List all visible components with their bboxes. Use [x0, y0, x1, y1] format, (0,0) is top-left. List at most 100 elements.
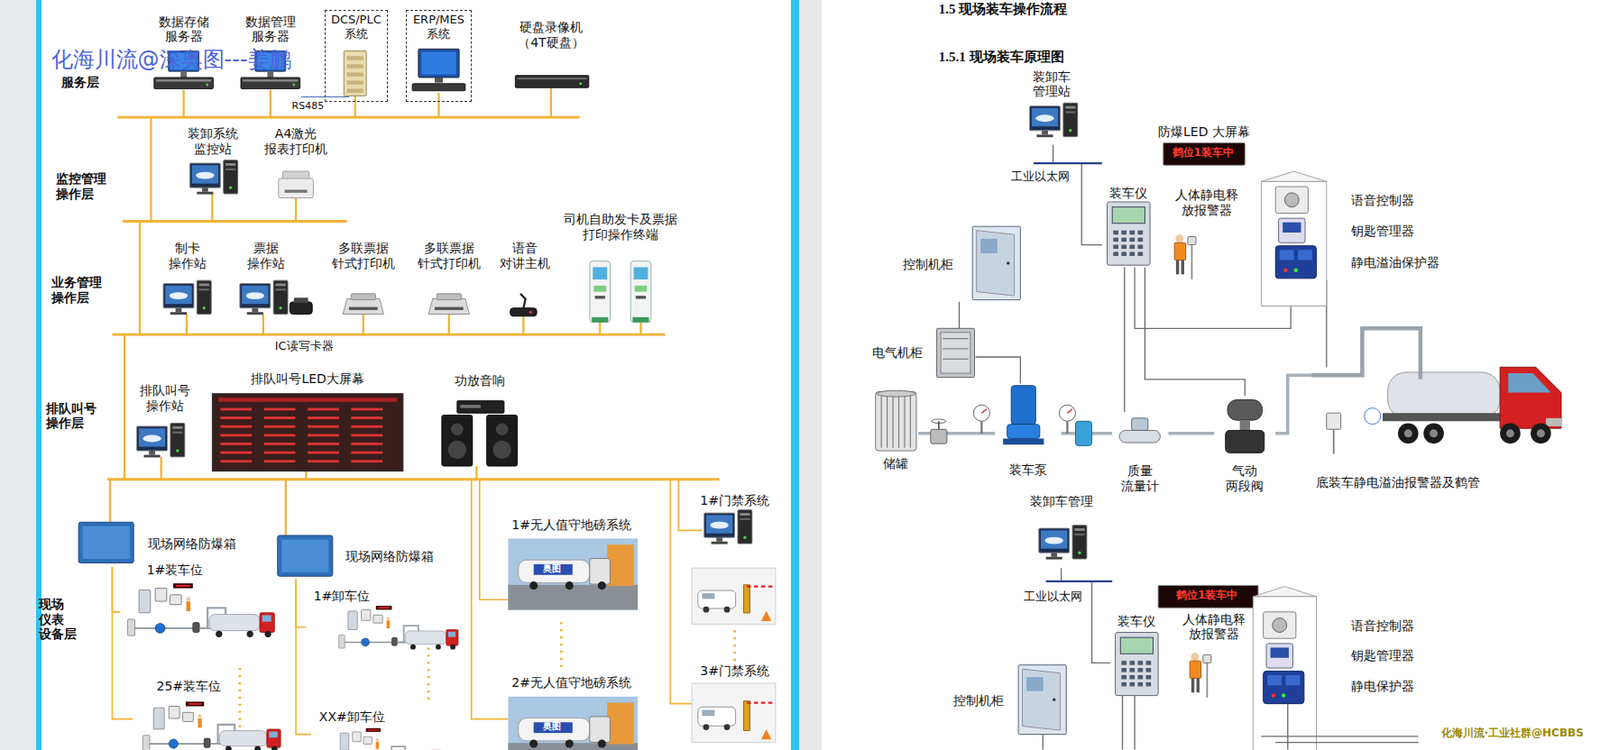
led-row [307, 451, 340, 455]
paper-slot [349, 307, 378, 311]
wheel [247, 631, 254, 638]
ethernet-bar [1046, 580, 1113, 583]
bus-drop [522, 316, 525, 335]
speaker [487, 414, 518, 467]
bus-drop [475, 466, 478, 480]
key [1121, 675, 1127, 681]
device-node: 语音控制器 [1260, 612, 1418, 642]
key [1112, 245, 1119, 250]
led-row [264, 408, 296, 412]
gate-photo [691, 568, 776, 625]
ticket-slot [635, 295, 646, 299]
truck-window [262, 615, 272, 622]
device-node: 硬盘录像机 （4T硬盘） [510, 18, 593, 90]
key [1137, 682, 1143, 688]
controller [373, 615, 383, 624]
equipment-cabinet [1252, 597, 1316, 750]
hub [1429, 429, 1438, 438]
node-text-block: 储罐 [882, 456, 910, 472]
wire-connector [111, 567, 133, 720]
card [294, 297, 309, 304]
led-row [350, 416, 383, 420]
monitor-base [196, 192, 213, 195]
bus-drop [639, 322, 642, 336]
key [1121, 251, 1127, 257]
led-row [307, 433, 340, 437]
cabinet [153, 708, 165, 730]
wheel [724, 724, 731, 731]
shape [156, 79, 212, 82]
node-label: 数据存储 服务器 [157, 14, 211, 46]
monitor-stand [180, 71, 187, 78]
loading-controller [1115, 632, 1159, 696]
node-text-block: 电气机柜 [871, 345, 924, 361]
device-node: 制卡 操作站 [157, 239, 216, 323]
monitor-base [711, 542, 728, 545]
node-text-block: 语音 对讲主机 [498, 240, 552, 272]
loading-bay [339, 606, 459, 651]
controller [168, 706, 180, 719]
truck-window [448, 632, 456, 638]
cabinet-panel [940, 332, 971, 374]
led-row [350, 408, 383, 412]
speaker-cone [496, 423, 509, 437]
tank-rib [886, 395, 888, 449]
gauge-stem [1066, 421, 1068, 434]
device-node: DCS/PLC 系统 [324, 9, 388, 102]
node-label: 司机自助发卡及票据 打印操作终端 [562, 211, 679, 243]
monitor [418, 48, 460, 78]
rack-server [412, 83, 466, 92]
screen-logo [709, 522, 728, 530]
bus-riser [123, 334, 126, 480]
controller-screen [1112, 207, 1145, 224]
paper-feed [436, 294, 461, 301]
bus-drop [304, 471, 307, 480]
key-panel [1270, 647, 1289, 658]
field-wire [471, 479, 509, 720]
power-light [229, 185, 232, 189]
node-text-block: 底装车静电溢油报警器及鹤管 [1314, 475, 1481, 491]
wheel [435, 644, 442, 651]
key [1121, 682, 1127, 688]
truck-cab [589, 717, 611, 744]
led-row [220, 433, 252, 437]
node-text-block: 25#装车位 [155, 679, 222, 695]
car-window [701, 710, 715, 718]
node-text-block: 装车泵 [1008, 462, 1049, 479]
led-row [350, 425, 383, 429]
node-text-block: 现场网络防爆箱 [344, 549, 435, 565]
bus-riser [138, 221, 141, 336]
shape [739, 518, 750, 521]
monitor-stand [1041, 130, 1049, 136]
device-node: 装车仪 [1102, 183, 1156, 268]
node-label: 3#门禁系统 [698, 663, 771, 680]
gate-valve [930, 429, 948, 444]
device-node: 装车泵 [994, 383, 1062, 479]
node-label: A4激光 报表打印机 [263, 126, 329, 157]
device-node: 电气机柜 [867, 328, 976, 378]
wheel [1530, 423, 1552, 445]
device-node: 钥匙管理器 [1260, 643, 1418, 670]
pressure-gauge [973, 404, 990, 422]
node-label: 储罐 [882, 456, 910, 472]
led-board [211, 394, 404, 472]
key [1129, 675, 1135, 681]
cabinet [138, 589, 151, 613]
node-label: 人体静电释 放报警器 [1181, 612, 1247, 644]
screen [241, 285, 268, 304]
loading-arm [199, 607, 226, 629]
field-wire [479, 479, 509, 601]
node-label: 钥匙管理器 [1350, 648, 1416, 664]
traffic-cone [761, 611, 772, 622]
person [376, 742, 379, 750]
node-text-block: 语音控制器 [1350, 193, 1416, 209]
layer-label: 服务层 [61, 74, 102, 91]
wheel [529, 739, 538, 748]
plc-module [347, 55, 364, 61]
watermark: 化海川流@深奥图---姜鹏 [51, 46, 294, 74]
indicator [529, 311, 533, 314]
pc-tower [1072, 525, 1087, 560]
device-node: 储罐 [872, 389, 919, 474]
key [1112, 238, 1119, 243]
node-label: 2#无人值守地磅系统 [510, 675, 633, 691]
